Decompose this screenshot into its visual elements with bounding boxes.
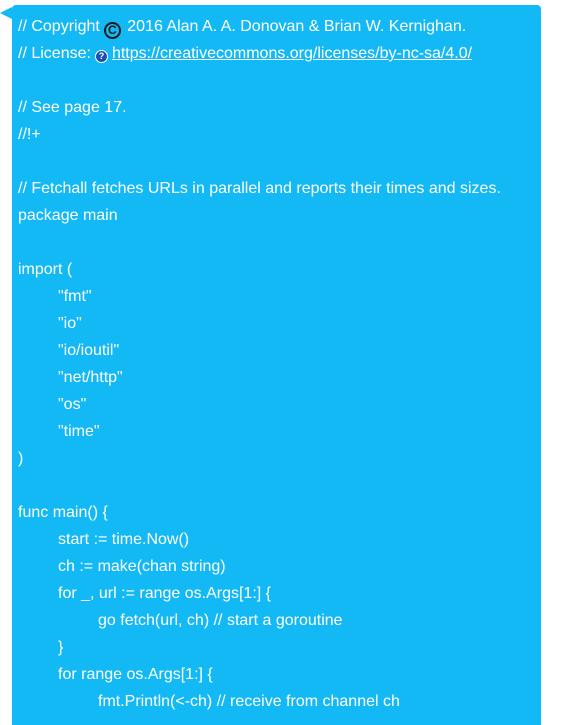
code-line-close-brace: }	[58, 639, 64, 656]
code-line-marker: //!+	[18, 126, 41, 143]
blank-line	[18, 67, 541, 94]
code-line-import: "os"	[58, 396, 87, 413]
code-line-start: start := time.Now()	[58, 531, 190, 548]
copyright-icon: C	[103, 22, 121, 39]
blank-line	[18, 148, 541, 175]
message-bubble-pointer	[0, 7, 12, 19]
code-line-import: "io"	[58, 315, 82, 332]
copyright-prefix: // Copyright	[18, 18, 100, 35]
blank-line	[18, 472, 541, 499]
code-line-func-main: func main() {	[18, 504, 108, 521]
code-line-println: fmt.Println(<-ch) // receive from channe…	[98, 693, 400, 710]
code-line-go-fetch: go fetch(url, ch) // start a goroutine	[98, 612, 343, 629]
code-line-description: // Fetchall fetches URLs in parallel and…	[18, 180, 501, 197]
code-line-import: "time"	[58, 423, 100, 440]
code-line-for-range: for range os.Args[1:] {	[58, 666, 213, 683]
blank-line	[18, 229, 541, 256]
code-line-import: "net/http"	[58, 369, 123, 386]
code-line-for-urls: for _, url := range os.Args[1:] {	[58, 585, 271, 602]
license-prefix: // License:	[18, 45, 91, 62]
license-link[interactable]: https://creativecommons.org/licenses/by-…	[111, 45, 473, 62]
code-line-chan: ch := make(chan string)	[58, 558, 226, 575]
license-line: // License:?https://creativecommons.org/…	[18, 40, 541, 67]
code-line-import-close: )	[18, 450, 24, 467]
code-line-package: package main	[18, 207, 118, 224]
code-line-import: "fmt"	[58, 288, 92, 305]
help-badge-icon: ?	[94, 50, 108, 63]
copyright-text: 2016 Alan A. A. Donovan & Brian W. Kerni…	[127, 18, 467, 35]
code-line-import: "io/ioutil"	[58, 342, 120, 359]
code-line-import-open: import (	[18, 261, 73, 278]
code-line-see-page: // See page 17.	[18, 99, 127, 116]
